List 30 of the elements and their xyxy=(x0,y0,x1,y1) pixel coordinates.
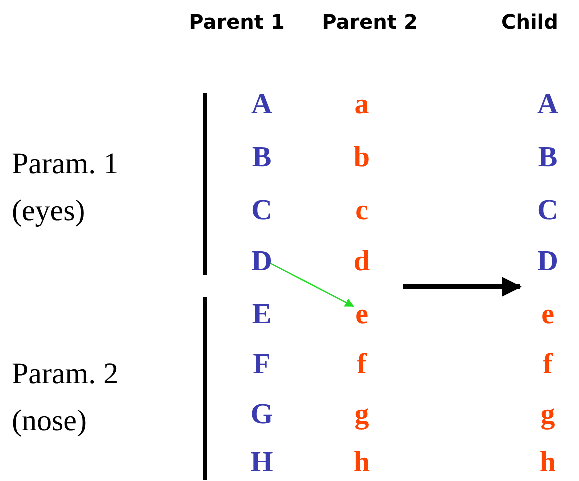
gene-letter: B xyxy=(538,144,558,172)
gene-letter: e xyxy=(542,300,554,330)
gene-letter: C xyxy=(538,196,558,226)
parameter-label: Param. 1 (eyes) xyxy=(12,146,120,229)
gene-letter: B xyxy=(252,144,272,172)
column-header: Child xyxy=(502,12,558,32)
gene-letter: E xyxy=(252,300,272,330)
gene-letter: D xyxy=(252,248,272,276)
parameter-label: Param. 2 (nose) xyxy=(12,356,120,439)
gene-letter: a xyxy=(354,90,370,120)
gene-letter: H xyxy=(250,448,274,478)
gene-letter: G xyxy=(250,400,274,430)
gene-letter: f xyxy=(543,350,553,380)
gene-letter: A xyxy=(252,90,272,120)
gene-letter: A xyxy=(538,90,558,120)
gene-letter: c xyxy=(356,196,368,226)
gene-letter: g xyxy=(540,400,556,430)
gene-letter: h xyxy=(540,448,556,478)
gene-letter: d xyxy=(354,248,370,276)
gene-letter: e xyxy=(356,300,368,330)
gene-letter: g xyxy=(354,400,370,430)
gene-letter: C xyxy=(252,196,272,226)
gene-letter: f xyxy=(357,350,367,380)
gene-letter: D xyxy=(538,248,558,276)
arrow xyxy=(270,262,354,308)
gene-letter: h xyxy=(354,448,370,478)
column-header: Parent 2 xyxy=(322,12,418,32)
column-header: Parent 1 xyxy=(189,12,285,32)
gene-letter: b xyxy=(354,144,370,172)
gene-letter: F xyxy=(253,350,271,380)
